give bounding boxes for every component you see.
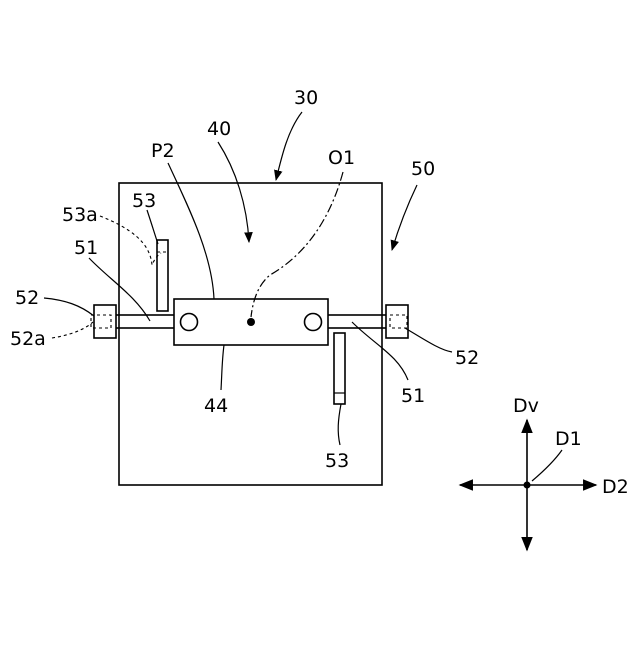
label-53a: 53a	[62, 204, 98, 226]
label-53-bottom: 53	[325, 450, 349, 472]
leader-53-bottom	[338, 404, 341, 445]
leader-40	[218, 142, 249, 242]
label-51-left: 51	[74, 237, 98, 259]
label-44: 44	[204, 395, 228, 417]
label-d2: D2	[602, 476, 629, 498]
leader-52-right	[405, 328, 452, 352]
label-52a: 52a	[10, 328, 46, 350]
label-51-right: 51	[401, 385, 425, 407]
end-block-right	[386, 305, 408, 338]
pivot-right	[305, 314, 322, 331]
label-p2: P2	[151, 140, 175, 162]
label-d1: D1	[555, 428, 582, 450]
label-dv: Dv	[513, 395, 539, 417]
label-52-right: 52	[455, 347, 479, 369]
label-52-left: 52	[15, 287, 39, 309]
leader-o1	[251, 172, 343, 317]
leader-50	[392, 185, 417, 250]
leader-52a	[52, 322, 93, 338]
leader-53-top	[147, 210, 158, 244]
pivot-left	[181, 314, 198, 331]
label-53-top: 53	[132, 190, 156, 212]
leader-d1	[532, 450, 562, 481]
label-o1: O1	[328, 147, 355, 169]
label-40: 40	[207, 118, 231, 140]
leader-30	[276, 112, 302, 180]
axis-origin-dot	[524, 482, 531, 489]
label-50: 50	[411, 158, 435, 180]
label-30: 30	[294, 87, 318, 109]
leader-52-left	[44, 298, 94, 316]
center-point-o1	[247, 318, 255, 326]
end-block-left	[94, 305, 116, 338]
leader-44	[221, 345, 224, 390]
bar-upper	[157, 240, 168, 311]
